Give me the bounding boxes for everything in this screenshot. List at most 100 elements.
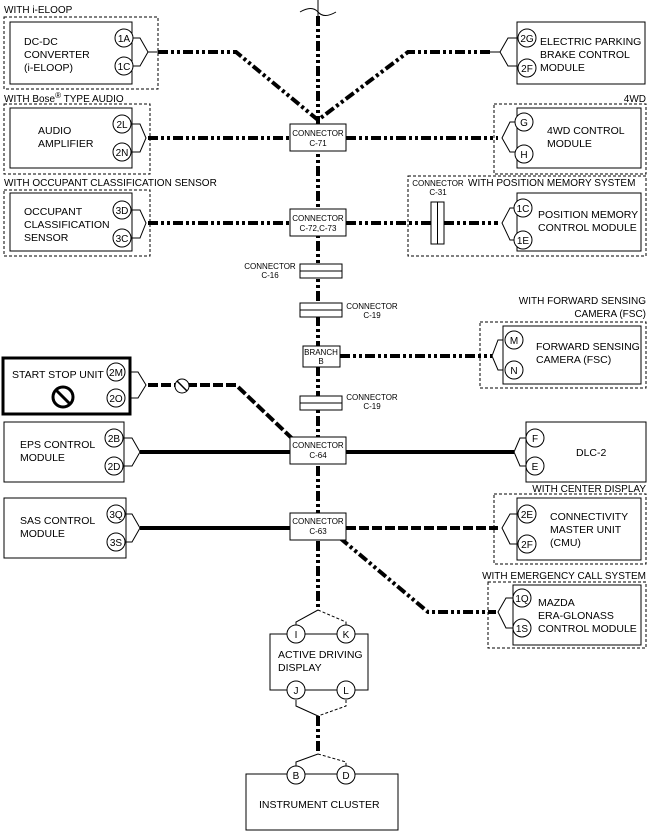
pin — [512, 618, 532, 638]
wire-start-stop — [148, 383, 302, 448]
pin-label: 2E — [521, 510, 534, 521]
wire-dcdc — [158, 50, 320, 122]
module-electric-parking-brake: ELECTRIC PARKING BRAKE CONTROL MODULE 2G… — [490, 21, 646, 85]
pin — [114, 56, 134, 76]
pin-label: M — [510, 336, 518, 347]
no-symbol-icon — [174, 378, 190, 394]
module-label: SENSOR — [24, 232, 69, 244]
pin — [504, 330, 524, 350]
module-label: ELECTRIC PARKING — [540, 36, 641, 48]
connector-label: C-63 — [309, 527, 327, 536]
module-label: AUDIO — [38, 125, 71, 137]
pin-label: J — [294, 686, 299, 697]
pin-label: 2B — [108, 434, 121, 445]
wire-epb — [316, 50, 490, 122]
branch-b: BRANCH B — [302, 345, 341, 368]
pin-label: K — [343, 630, 350, 641]
module-label: MASTER UNIT — [550, 524, 622, 536]
pin — [112, 114, 132, 134]
pin-label: 2F — [521, 540, 533, 551]
module-label: AMPLIFIER — [38, 138, 94, 150]
pin — [512, 588, 532, 608]
module-label: CONNECTIVITY — [550, 511, 628, 523]
connector-label: C-19 — [363, 311, 381, 320]
connector-label: CONNECTOR — [346, 393, 398, 402]
module-label: INSTRUMENT CLUSTER — [259, 799, 380, 811]
module-label: START STOP UNIT — [12, 369, 104, 381]
connector-label: CONNECTOR — [244, 262, 296, 271]
pin — [112, 228, 132, 248]
pin — [336, 680, 356, 700]
connector-label: C-72,C-73 — [300, 224, 337, 233]
option-label-fsc-line1: WITH FORWARD SENSING — [519, 296, 646, 307]
module-dcdc-converter: DC-DC CONVERTER (i-ELOOP) 1A 1C — [3, 16, 159, 90]
module-label: DISPLAY — [278, 662, 322, 674]
pin — [112, 200, 132, 220]
option-label-emergency-call: WITH EMERGENCY CALL SYSTEM — [482, 571, 646, 582]
wire-era — [338, 536, 496, 614]
pin-label: H — [520, 150, 527, 161]
connector-label: CONNECTOR — [292, 129, 344, 138]
connector-c63: CONNECTOR C-63 — [289, 512, 347, 541]
module-label: MODULE — [547, 138, 592, 150]
module-dlc2: DLC-2 F E — [513, 421, 647, 483]
pin-label: 2D — [108, 462, 121, 473]
module-connectivity-master-unit: CONNECTIVITY MASTER UNIT (CMU) 2E 2F — [493, 493, 647, 565]
module-label: MODULE — [540, 62, 585, 74]
module-label: CONTROL MODULE — [538, 222, 637, 234]
pin-label: 2N — [116, 148, 129, 159]
pin — [504, 360, 524, 380]
pin-label: 2G — [520, 34, 534, 45]
module-label: CONVERTER — [24, 49, 90, 61]
module-label: FORWARD SENSING — [536, 341, 640, 353]
pin-label: N — [510, 366, 517, 377]
connector-label: B — [318, 357, 323, 366]
pin-label: 2F — [521, 64, 533, 75]
connector-label: C-16 — [261, 271, 279, 280]
split-add-k — [317, 609, 347, 628]
pin — [517, 28, 537, 48]
module-start-stop-unit: START STOP UNIT 2M 2O — [1, 356, 147, 416]
module-label: OCCUPANT — [24, 206, 83, 218]
connector-c19-upper: CONNECTOR C-19 — [299, 302, 398, 320]
pin — [513, 198, 533, 218]
pin-label: 1E — [517, 236, 530, 247]
connector-label: C-19 — [363, 402, 381, 411]
connector-label: CONNECTOR — [292, 441, 344, 450]
connector-label: C-71 — [309, 139, 327, 148]
pin — [112, 142, 132, 162]
pin-label: L — [343, 686, 349, 697]
module-sas-control: SAS CONTROL MODULE 3Q 3S — [3, 497, 141, 559]
pin — [106, 362, 126, 382]
pin — [514, 144, 534, 164]
split-cluster-b — [295, 753, 319, 768]
pin-label: 1S — [516, 624, 529, 635]
pin-label: E — [532, 462, 539, 473]
pin — [106, 504, 126, 524]
pin — [114, 28, 134, 48]
pin — [514, 112, 534, 132]
pin-label: I — [295, 630, 298, 641]
pin — [517, 534, 537, 554]
module-active-driving-display: ACTIVE DRIVING DISPLAY I K J L — [269, 624, 369, 700]
pin — [104, 456, 124, 476]
pin-label: 2L — [116, 120, 128, 131]
pin-label: 3C — [116, 234, 129, 245]
pin-label: 2M — [109, 368, 123, 379]
module-label: ERA-GLONASS — [538, 610, 614, 622]
pin — [336, 624, 356, 644]
module-audio-amplifier: AUDIO AMPLIFIER 2L 2N — [3, 103, 151, 175]
pin-label: F — [532, 434, 538, 445]
pin — [517, 58, 537, 78]
pin-label: 1Q — [515, 594, 529, 605]
option-label-bose: WITH Bose® TYPE AUDIO — [4, 91, 124, 105]
pin-label: 3Q — [109, 510, 123, 521]
connector-c71: CONNECTOR C-71 — [289, 123, 347, 152]
module-label: CLASSIFICATION — [24, 219, 110, 231]
option-label-fsc-line2: CAMERA (FSC) — [574, 309, 646, 320]
connector-label: CONNECTOR — [292, 517, 344, 526]
join-add-l — [317, 700, 347, 717]
pin-label: 1A — [118, 34, 131, 45]
connector-c31: CONNECTOR C-31 — [412, 178, 464, 245]
pin — [513, 230, 533, 250]
